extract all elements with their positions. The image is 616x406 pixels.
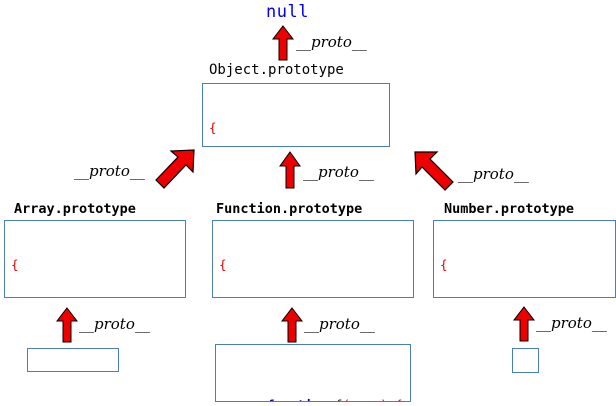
array-prototype-open: { bbox=[11, 257, 19, 272]
function-literal-brace-open: { bbox=[388, 397, 403, 401]
edge-label-array-literal: __proto__ bbox=[79, 315, 150, 333]
null-node: null bbox=[266, 2, 309, 22]
arrow-number-literal-to-number-prototype bbox=[512, 306, 536, 342]
arrow-object-to-null bbox=[271, 25, 295, 61]
function-prototype-open: { bbox=[219, 257, 227, 272]
function-literal-name: f bbox=[327, 397, 343, 401]
number-prototype-open: { bbox=[440, 257, 448, 272]
arrow-number-to-object bbox=[413, 150, 457, 192]
edge-label-function-to-object: __proto__ bbox=[303, 163, 374, 181]
array-prototype-title: Array.prototype bbox=[14, 201, 136, 217]
array-prototype-box: { slice: ..., other array methods } bbox=[4, 220, 186, 298]
edge-label-number-literal: __proto__ bbox=[536, 314, 607, 332]
number-literal-box: 5 bbox=[512, 348, 539, 373]
edge-label-function-literal: __proto__ bbox=[304, 315, 375, 333]
function-literal-keyword: function bbox=[267, 397, 327, 401]
object-prototype-open: { bbox=[209, 120, 217, 135]
number-prototype-box: { toPrecision: ..., other number methods… bbox=[433, 220, 616, 298]
function-literal-args: args bbox=[350, 397, 380, 401]
object-prototype-box: { ... } bbox=[202, 83, 390, 147]
function-literal-box: function f(args) { ... } bbox=[215, 344, 411, 402]
array-literal-box: [1, 2, 3] bbox=[27, 348, 119, 372]
function-literal-close-paren: ) bbox=[380, 397, 388, 401]
edge-label-array-to-object: __proto__ bbox=[74, 162, 145, 180]
edge-label-object-to-null: __proto__ bbox=[296, 33, 367, 51]
number-prototype-title: Number.prototype bbox=[444, 201, 575, 217]
object-prototype-title: Object.prototype bbox=[209, 62, 344, 78]
arrow-array-to-object bbox=[152, 148, 196, 190]
arrow-array-literal-to-array-prototype bbox=[55, 307, 79, 343]
function-literal-open-paren: ( bbox=[342, 397, 350, 401]
function-prototype-title: Function.prototype bbox=[216, 201, 363, 217]
function-prototype-box: { apply: ..., other function methods } bbox=[212, 220, 414, 298]
arrow-function-literal-to-function-prototype bbox=[280, 307, 304, 343]
edge-label-number-to-object: __proto__ bbox=[458, 165, 529, 183]
arrow-function-to-object bbox=[279, 151, 301, 189]
